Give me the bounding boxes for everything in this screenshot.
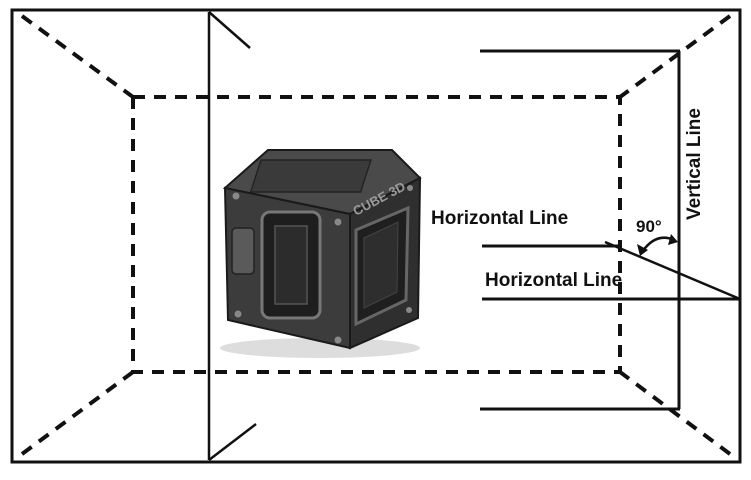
vertical-line-label: Vertical Line — [684, 108, 705, 220]
right-laser-lines — [480, 49, 741, 411]
laser-level-device: CUBE 3D — [220, 149, 422, 358]
room-outer-frame — [10, 8, 742, 464]
diagonal-top-left — [20, 14, 135, 99]
angle-label: 90° — [636, 217, 662, 236]
side-button-panel — [231, 227, 255, 275]
right-angle-arrow-icon — [637, 234, 678, 256]
room-corner-diagonals — [20, 14, 732, 456]
diagonal-bottom-right — [618, 370, 732, 456]
left-vertical-plane — [207, 11, 257, 461]
horizontal-line-label-lower: Horizontal Line — [485, 270, 622, 291]
diagonal-bottom-left — [20, 370, 135, 456]
horizontal-line-label-upper: Horizontal Line — [431, 208, 568, 229]
back-wall-dashed-outline — [131, 95, 622, 374]
angled-laser-line — [604, 240, 741, 301]
diagonal-top-right — [618, 14, 732, 99]
